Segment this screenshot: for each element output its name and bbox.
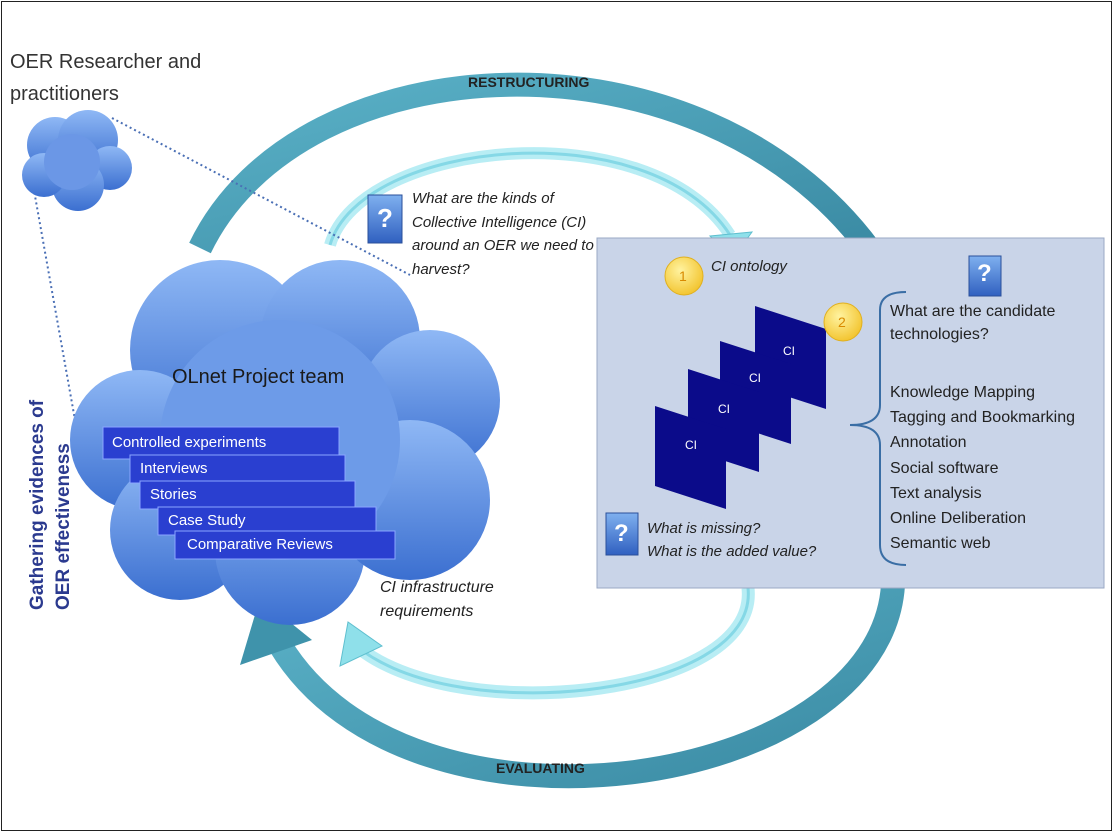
technology-item: Annotation [890,434,967,452]
method-label: Interviews [140,460,208,477]
ci-infrastructure-line: requirements [380,603,474,620]
technology-item: Online Deliberation [890,510,1027,528]
technology-item: Tagging and Bookmarking [890,409,1076,427]
technology-item: Knowledge Mapping [890,384,1035,401]
question-ci-kinds: What are the kinds of Collective Intelli… [412,187,652,281]
ci-infrastructure-label: CI infrastructure requirements [380,576,494,624]
question-line: Collective Intelligence (CI) [412,213,587,231]
vertical-line: Gathering evidences of [27,399,48,610]
ci-card-label: CI [685,438,697,452]
bracket [849,291,907,566]
vertical-label: Gathering evidences of OER effectiveness [25,400,77,610]
question-line: What are the kinds of [412,190,554,207]
ci-ontology-label: CI ontology [711,258,787,275]
evaluating-arrow [240,583,905,789]
ci-card-label: CI [783,344,795,358]
method-bars [102,426,396,560]
vertical-line: OER effectiveness [53,443,74,610]
question-line: harvest? [412,260,470,278]
technology-item: Semantic web [890,535,991,553]
researchers-line: practitioners [10,83,119,105]
question-mark: ? [977,260,992,287]
researchers-cloud [22,110,132,211]
evaluating-label: EVALUATING [496,760,585,776]
badge-2-number: 2 [838,314,846,330]
question-line: What is missing? [647,520,761,537]
technology-item: Text analysis [890,484,982,502]
team-title: OLnet Project team [172,366,345,388]
question-mark: ? [377,203,393,233]
method-label: Controlled experiments [112,434,267,451]
question-icon [968,255,1002,297]
technology-item: Social software [890,459,999,477]
ci-cards [655,306,826,509]
question-icon [367,194,403,244]
badge-2 [823,302,863,342]
question-technologies: What are the candidate technologies? [890,300,1105,346]
researchers-label: OER Researcher and practitioners [10,46,270,110]
question-line: What is the added value? [647,543,817,560]
restructuring-label: RESTRUCTURING [468,74,590,90]
method-label: Case Study [168,512,246,529]
method-label: Comparative Reviews [187,536,333,553]
connector-line [111,117,411,276]
question-missing: What is missing? What is the added value… [647,517,816,563]
badge-1-number: 1 [679,268,687,284]
question-line: What are the candidate [890,303,1056,320]
badge-1 [664,256,704,296]
question-icon [605,512,639,556]
ci-panel [596,237,1105,589]
question-mark: ? [614,520,629,547]
inner-bottom-arrow [339,587,755,700]
method-label: Stories [150,486,197,503]
ci-card-label: CI [718,402,730,416]
ci-card-label: CI [749,371,761,385]
question-line: around an OER we need to [412,237,594,254]
researchers-line: OER Researcher and [10,51,202,73]
ci-infrastructure-line: CI infrastructure [380,579,494,596]
question-line: technologies? [890,326,989,343]
technology-list: Knowledge Mapping Tagging and Bookmarkin… [890,380,1075,556]
